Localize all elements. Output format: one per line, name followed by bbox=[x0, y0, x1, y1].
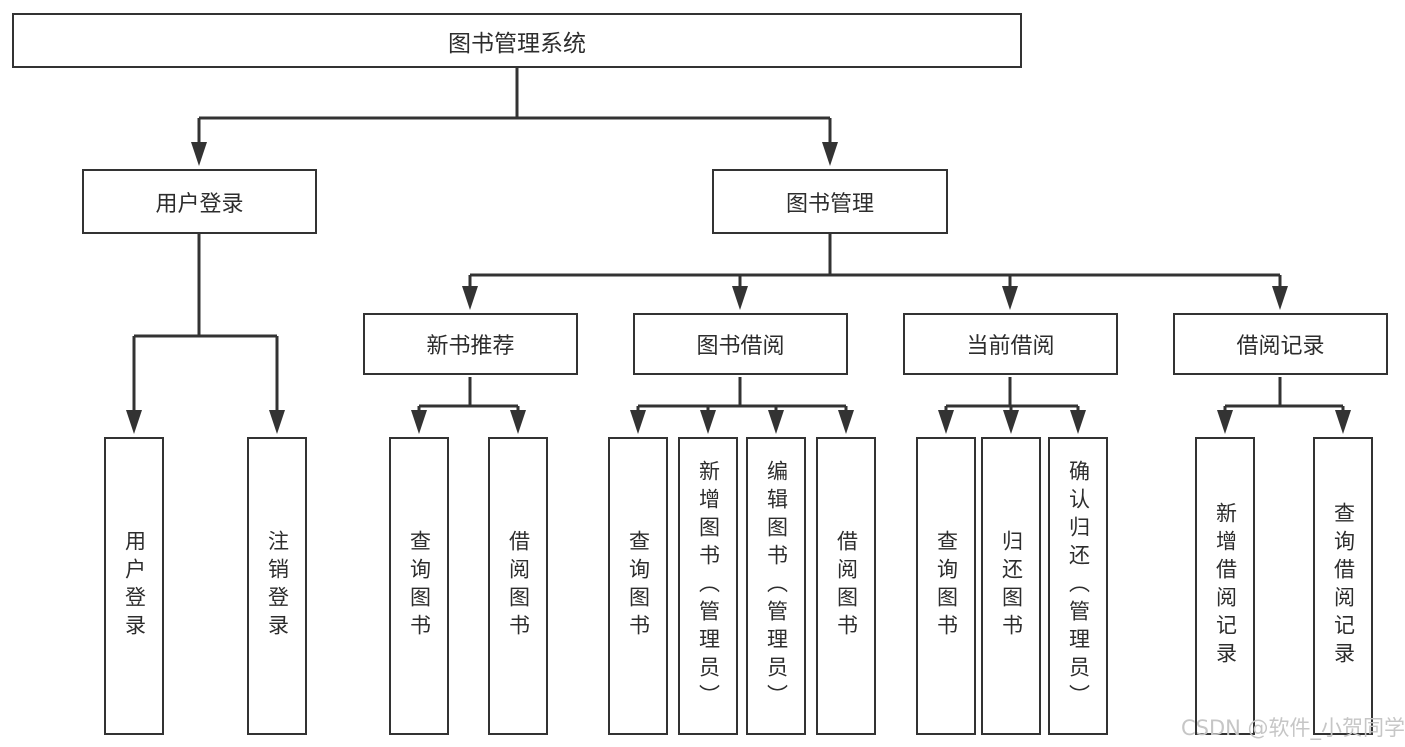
leaf-user-login-label: 用户登录 bbox=[122, 530, 147, 642]
leaf-bb-query-books: 查询图书 bbox=[608, 437, 668, 735]
node-root-label: 图书管理系统 bbox=[448, 30, 586, 57]
leaf-br-query-record-label: 查询借阅记录 bbox=[1331, 502, 1356, 670]
leaf-user-login: 用户登录 bbox=[104, 437, 164, 735]
leaf-nbr-query-books-label: 查询图书 bbox=[407, 530, 432, 642]
node-user-login-label: 用户登录 bbox=[155, 191, 244, 217]
connector-root-to-level1 bbox=[191, 68, 838, 166]
node-book-mgmt-label: 图书管理 bbox=[785, 191, 874, 217]
connector-user-login-children bbox=[126, 234, 285, 434]
node-new-book-rec: 新书推荐 bbox=[363, 313, 578, 375]
leaf-nbr-borrow-books: 借阅图书 bbox=[488, 437, 548, 735]
node-book-borrow: 图书借阅 bbox=[633, 313, 848, 375]
node-current-borrow-label: 当前借阅 bbox=[966, 334, 1055, 359]
leaf-bb-edit-books-admin-label: 编辑图书（管理员） bbox=[764, 460, 789, 712]
leaf-bb-borrow-books: 借阅图书 bbox=[816, 437, 876, 735]
watermark: CSDN @软件_小贺同学 bbox=[1181, 716, 1405, 740]
leaf-cb-return-books-label: 归还图书 bbox=[999, 530, 1024, 642]
leaf-cb-confirm-return-admin: 确认归还（管理员） bbox=[1048, 437, 1108, 735]
leaf-bb-add-books-admin: 新增图书（管理员） bbox=[678, 437, 738, 735]
node-book-borrow-label: 图书借阅 bbox=[696, 334, 785, 359]
node-current-borrow: 当前借阅 bbox=[903, 313, 1118, 375]
connector-book-mgmt-children bbox=[462, 234, 1288, 310]
leaf-cb-query-books-label: 查询图书 bbox=[934, 530, 959, 642]
connector-new-book-rec-children bbox=[411, 377, 526, 434]
leaf-bb-borrow-books-label: 借阅图书 bbox=[834, 530, 859, 642]
node-borrow-records: 借阅记录 bbox=[1173, 313, 1388, 375]
leaf-br-query-record: 查询借阅记录 bbox=[1313, 437, 1373, 735]
node-new-book-rec-label: 新书推荐 bbox=[426, 334, 515, 359]
connector-book-borrow-children bbox=[630, 377, 854, 434]
leaf-cb-return-books: 归还图书 bbox=[981, 437, 1041, 735]
node-user-login: 用户登录 bbox=[82, 169, 317, 234]
leaf-cb-query-books: 查询图书 bbox=[916, 437, 976, 735]
leaf-bb-add-books-admin-label: 新增图书（管理员） bbox=[696, 460, 721, 712]
node-borrow-records-label: 借阅记录 bbox=[1236, 334, 1325, 359]
node-root: 图书管理系统 bbox=[12, 13, 1022, 68]
leaf-logout: 注销登录 bbox=[247, 437, 307, 735]
leaf-nbr-borrow-books-label: 借阅图书 bbox=[506, 530, 531, 642]
leaf-cb-confirm-return-admin-label: 确认归还（管理员） bbox=[1066, 460, 1091, 712]
leaf-bb-edit-books-admin: 编辑图书（管理员） bbox=[746, 437, 806, 735]
leaf-nbr-query-books: 查询图书 bbox=[389, 437, 449, 735]
connector-current-borrow-children bbox=[938, 377, 1086, 434]
leaf-logout-label: 注销登录 bbox=[265, 530, 290, 642]
leaf-br-add-record: 新增借阅记录 bbox=[1195, 437, 1255, 735]
connector-borrow-records-children bbox=[1217, 377, 1351, 434]
leaf-br-add-record-label: 新增借阅记录 bbox=[1213, 502, 1238, 670]
leaf-bb-query-books-label: 查询图书 bbox=[626, 530, 651, 642]
node-book-mgmt: 图书管理 bbox=[712, 169, 948, 234]
